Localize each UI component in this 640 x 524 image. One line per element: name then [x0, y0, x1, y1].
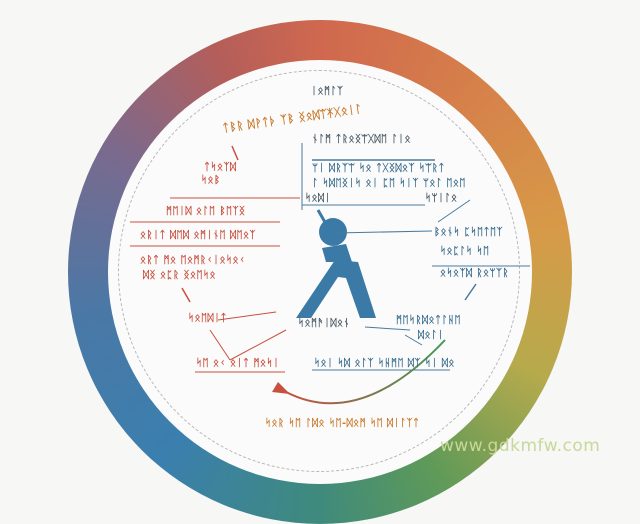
label-left-5: ᛋᛟᛖᛞᛁᛏ — [188, 313, 227, 324]
label-bottom-mid: ᛋᛟᛁ ᛋᛞ ᛟᛚᛉ ᛋᚺᛗᛖ ᛞᛉ ᛋᛁ ᛞᛟ — [314, 358, 455, 369]
label-bottom: ᛋᛟᚱ ᛋᛖ ᛚᛞᛟ ᛋᛖ-ᛞᛟᛗ ᛋᛖ ᛞᛁᛚᛉᛏ — [265, 418, 420, 429]
title-top: ᛁᛟᛗᛚᛉ — [311, 86, 344, 97]
label-top-right-3b: ᛋᛘᛁᛚᛟ — [425, 193, 458, 204]
label-top-right-2a: ᛘᛁ ᛞᚱᛉᛠ ᛋᛟ ᛏᚷᛝᛞᛟᛉ ᛋᛠᚱᛏ — [312, 163, 445, 174]
dotted-circle — [118, 70, 520, 472]
connector-lines — [130, 143, 530, 405]
label-right-1: ᛒᛟᚾᛋ ᛈᛋᛖᛏᛖᛉ — [434, 227, 503, 238]
label-bottom-right-1: ᛗᛖᛋᚱᛞᛟᛏᛚᚺᛖ — [396, 315, 461, 326]
label-bottom-right-2: ᛞᛟᛚᛁ — [418, 330, 444, 341]
label-left-1a: ᛏᛋᛟᛉᛞ — [204, 162, 237, 173]
label-top-right-3a: ᛋᛟᛞᛁ — [305, 193, 331, 204]
label-right-3: ᛟᛋᛟᛉᛞ ᚱᛟᛘᛉᚱ — [440, 268, 509, 279]
watermark: www.gdkmfw.com — [440, 436, 601, 456]
person-triangle-icon — [296, 209, 376, 318]
label-left-4a: ᛟᚱᛏ ᛗᛟ ᛖᛟᛗᚱᚲᛁᛟᛋᛟᚲ — [140, 255, 246, 266]
label-left-2: ᛗᛖᛁᛞ ᛟᛚᛖ ᛒᛖᛉᛝ — [166, 206, 246, 217]
label-top-right-2b: ᛚ ᛋᛞᛖᛝᛁᛋ ᛟᛁ ᛈᛖ ᛋᛁᛉ ᛘᛟᛚ ᛖᛟᛖ — [312, 178, 466, 189]
label-left-4b: ᛞᛝ ᛟᛈᚱ ᛝᛟᛖᛋᛟ — [143, 270, 216, 281]
center-label: ᛋᛟᛗᚫᛁᛞᛟᚾ — [298, 318, 350, 329]
label-right-2: ᛋᛟᛈᛚᛋ ᛋᛖ — [440, 246, 490, 257]
label-left-3: ᛟᚱᛁᛏ ᛞᛖᛞ ᛟᛗᛁᚾᛖ ᛞᛖᛟᛉ — [140, 230, 256, 241]
label-bottom-left: ᛋᛖ ᛟᚲ ᛟᛁᛏ ᛗᛟᛋᛁ — [196, 358, 280, 369]
label-top-right-1: ᚾᛚᛗ ᛏᚱᛟᛝᛠᚷᛞᛖ ᛚᛁᛟ — [312, 134, 411, 145]
label-left-1b: ᛋᛟᛒ — [201, 175, 221, 186]
